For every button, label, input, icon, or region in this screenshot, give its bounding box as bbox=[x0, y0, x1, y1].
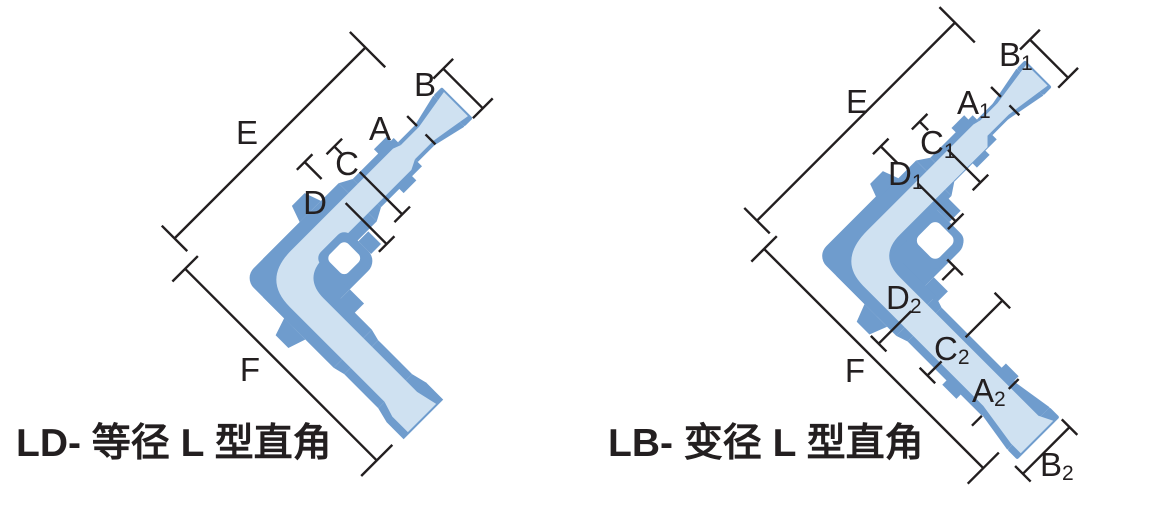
lb-arm1-lug bbox=[870, 171, 899, 200]
lb-arm1-inner-tab bbox=[971, 149, 990, 168]
ld-dim-F-line bbox=[171, 255, 394, 477]
lb-arm2-lug bbox=[856, 304, 888, 335]
ld-dim-B-line bbox=[432, 57, 494, 120]
lb-dim-label-B2: B2 bbox=[1040, 446, 1074, 485]
lb-bore bbox=[851, 64, 1054, 454]
lb-mount-hole bbox=[916, 222, 954, 259]
lb-dim-label-D2: D2 bbox=[886, 279, 922, 318]
lb-dim-label-F: F bbox=[845, 352, 865, 389]
lb-dim-B1-line bbox=[1019, 28, 1079, 89]
lb-dim-C1-line bbox=[911, 113, 990, 192]
lb-dim-D1-line bbox=[872, 137, 965, 230]
lb-corner-notch-arm2 bbox=[922, 277, 948, 303]
fitting-ld bbox=[160, 31, 494, 477]
lb-arm2-outer-tab bbox=[942, 379, 963, 399]
ld-dim-label-B: B bbox=[414, 66, 436, 103]
lb-dim-label-D1: D1 bbox=[888, 155, 924, 194]
lb-dim-label-E: E bbox=[846, 83, 868, 120]
ld-dim-C-line bbox=[325, 137, 411, 223]
lb-title: LB- 变径 L 型直角 bbox=[608, 422, 924, 465]
ld-arm1-outer-tab bbox=[373, 136, 393, 155]
lb-dim-label-B1: B1 bbox=[999, 36, 1033, 75]
ld-dim-label-F: F bbox=[240, 351, 260, 388]
lb-dim-label-A2: A2 bbox=[972, 372, 1006, 411]
lb-dim-B2-line bbox=[1014, 418, 1079, 483]
ld-arm1-inner-tab bbox=[397, 174, 417, 194]
ld-mount-hole bbox=[328, 242, 361, 275]
ld-dim-D-line bbox=[296, 153, 396, 253]
ld-dim-label-C: C bbox=[335, 145, 359, 182]
lb-dim-E-line bbox=[743, 6, 976, 235]
ld-dim-A-ticks bbox=[406, 115, 437, 146]
lb-dim-label-A1: A1 bbox=[957, 84, 991, 123]
ld-dim-label-E: E bbox=[236, 114, 258, 151]
lb-arm1-outer-tab bbox=[951, 115, 970, 134]
lb-dim-label-C1: C1 bbox=[920, 124, 956, 163]
ld-dimensions bbox=[160, 31, 494, 477]
ld-title: LD- 等径 L 型直角 bbox=[16, 422, 332, 465]
ld-arm2-lug bbox=[275, 318, 306, 349]
ld-bore bbox=[276, 92, 468, 433]
ld-arm1-lug bbox=[291, 193, 321, 223]
lb-dim-A1-ticks bbox=[990, 86, 1021, 117]
ld-corner-notch-arm2 bbox=[338, 289, 365, 315]
lb-dim-D2-line bbox=[870, 258, 964, 353]
lb-dim-A2-ticks bbox=[971, 378, 1020, 427]
lb-arm2-inner-tab bbox=[1000, 363, 1019, 382]
ld-dim-E-line bbox=[160, 31, 387, 252]
lb-dim-label-C2: C2 bbox=[934, 330, 970, 369]
lb-dim-C2-line bbox=[918, 291, 1011, 385]
lb-dim-F-line bbox=[750, 235, 1000, 485]
ld-corner-notch-arm1 bbox=[358, 231, 381, 254]
ld-dim-label-A: A bbox=[369, 110, 391, 147]
ld-dim-label-D: D bbox=[303, 184, 327, 221]
fitting-lb bbox=[743, 6, 1079, 485]
lb-dimensions bbox=[743, 6, 1079, 485]
